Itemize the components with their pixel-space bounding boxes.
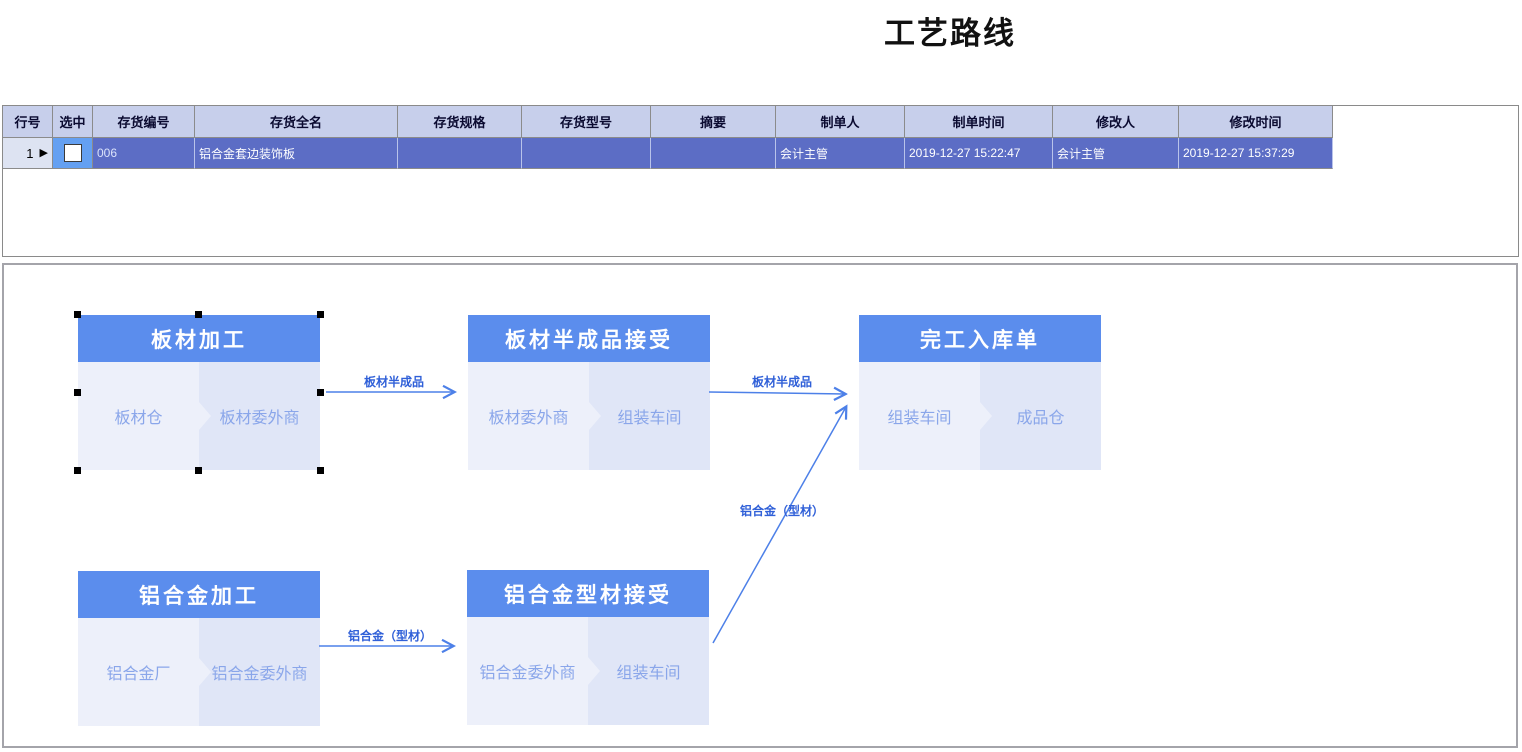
edge-label-plate-semiproduct-1: 板材半成品 [363,375,425,389]
node-body: 组装车间 成品仓 [859,362,1101,470]
page-title: 工艺路线 [884,16,1016,51]
col-header-inv-code[interactable]: 存货编号 [93,106,195,138]
slot-label: 板材委外商 [488,410,569,427]
edge-label-aluminum-profile-1: 铝合金（型材） [347,629,433,643]
slot-label: 组装车间 [616,665,681,682]
cell-spec[interactable] [398,138,522,169]
cell-created-time[interactable]: 2019-12-27 15:22:47 [905,138,1053,169]
col-header-created-time[interactable]: 制单时间 [905,106,1053,138]
node-source-slot[interactable]: 组装车间 [859,362,980,470]
col-header-modifier[interactable]: 修改人 [1053,106,1179,138]
col-header-inv-name[interactable]: 存货全名 [195,106,398,138]
selection-handle[interactable] [195,311,202,318]
node-title: 板材加工 [78,315,320,362]
col-header-summary[interactable]: 摘要 [651,106,776,138]
col-header-modified-time[interactable]: 修改时间 [1179,106,1333,138]
process-route-canvas: 板材加工 板材仓 板材委外商 板材半成品接受 板材委外商 组装车间 完工入库单 [2,263,1518,748]
col-header-spec[interactable]: 存货规格 [398,106,522,138]
node-body: 板材委外商 组装车间 [468,362,710,470]
slot-label: 成品仓 [1016,410,1065,427]
edge-label-plate-semiproduct-2: 板材半成品 [751,375,813,389]
cell-modified-time[interactable]: 2019-12-27 15:37:29 [1179,138,1333,169]
cell-inventory-name[interactable]: 铝合金套边装饰板 [195,138,398,169]
slot-label: 铝合金委外商 [211,666,308,683]
selection-handle[interactable] [317,311,324,318]
node-target-slot[interactable]: 组装车间 [589,362,710,470]
slot-label: 组装车间 [887,410,952,427]
selection-handle[interactable] [74,311,81,318]
node-source-slot[interactable]: 铝合金厂 [78,618,199,726]
node-body: 铝合金委外商 组装车间 [467,617,709,725]
cell-line-no[interactable]: 1 ▶ [3,138,53,169]
selection-handle[interactable] [317,467,324,474]
edge-label-aluminum-profile-2: 铝合金（型材） [739,504,825,518]
selection-handle[interactable] [74,467,81,474]
node-body: 板材仓 板材委外商 [78,362,320,470]
current-row-indicator: ▶ [39,146,48,159]
col-header-selected[interactable]: 选中 [53,106,93,138]
selection-handle[interactable] [195,467,202,474]
col-header-line-no[interactable]: 行号 [3,106,53,138]
cell-summary[interactable] [651,138,776,169]
slot-label: 组装车间 [617,410,682,427]
inventory-grid: 行号 选中 存货编号 存货全名 存货规格 存货型号 摘要 制单人 制单时间 修改… [3,106,1333,169]
col-header-model[interactable]: 存货型号 [522,106,651,138]
slot-label: 铝合金委外商 [479,665,576,682]
selection-handle[interactable] [74,388,81,396]
node-body: 铝合金厂 铝合金委外商 [78,618,320,726]
node-source-slot[interactable]: 板材委外商 [468,362,589,470]
node-title: 完工入库单 [859,315,1101,362]
col-header-creator[interactable]: 制单人 [776,106,905,138]
cell-model[interactable] [522,138,651,169]
cell-inventory-code[interactable]: 006 [93,138,195,169]
node-title: 铝合金加工 [78,571,320,618]
node-source-slot[interactable]: 铝合金委外商 [467,617,588,725]
cell-modifier[interactable]: 会计主管 [1053,138,1179,169]
node-target-slot[interactable]: 成品仓 [980,362,1101,470]
line-no-value: 1 [26,145,34,161]
row-select-checkbox[interactable] [63,144,82,162]
cell-creator[interactable]: 会计主管 [776,138,905,169]
node-source-slot[interactable]: 板材仓 [78,362,199,470]
node-aluminum-profile-accept[interactable]: 铝合金型材接受 铝合金委外商 组装车间 [467,570,709,725]
node-plate-semiproduct-accept[interactable]: 板材半成品接受 板材委外商 组装车间 [468,315,710,470]
selection-handle[interactable] [317,388,324,396]
node-plate-processing[interactable]: 板材加工 板材仓 板材委外商 [74,311,324,474]
node-title: 板材半成品接受 [468,315,710,362]
slot-label: 板材委外商 [219,410,300,427]
node-title: 铝合金型材接受 [467,570,709,617]
cell-selected[interactable] [53,138,93,169]
slot-label: 板材仓 [114,410,163,427]
node-finished-warehouse-entry[interactable]: 完工入库单 组装车间 成品仓 [859,315,1101,470]
node-target-slot[interactable]: 板材委外商 [199,362,320,470]
slot-label: 铝合金厂 [106,666,171,683]
node-target-slot[interactable]: 铝合金委外商 [199,618,320,726]
node-aluminum-processing[interactable]: 铝合金加工 铝合金厂 铝合金委外商 [78,571,320,726]
inventory-table-panel: 行号 选中 存货编号 存货全名 存货规格 存货型号 摘要 制单人 制单时间 修改… [2,105,1519,257]
node-target-slot[interactable]: 组装车间 [588,617,709,725]
